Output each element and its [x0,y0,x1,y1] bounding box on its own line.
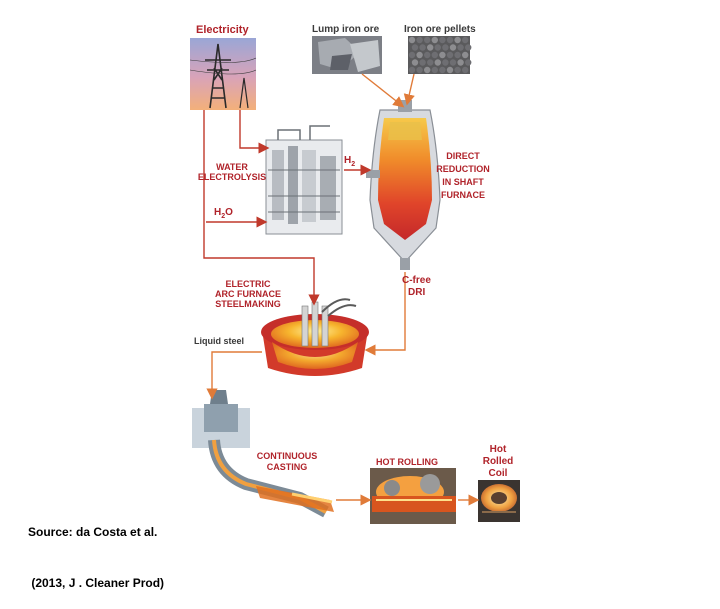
hot-rolling-image [370,468,456,524]
continuous-casting-image [192,390,334,518]
pellet [419,59,426,66]
c-free-dri-label: C-free DRI [402,275,431,299]
pellet [462,66,469,74]
lump-iron-ore-label: Lump iron ore [312,24,380,35]
pellet [454,51,461,59]
pellet [424,51,431,59]
direct-reduction-line-2: REDUCTION [436,164,490,174]
iron-ore-pellets-label: Iron ore pellets [404,24,476,35]
pellet [416,51,423,59]
direct-reduction-line-1: DIRECT [446,151,480,161]
hot-rolling-label: HOT ROLLING [376,457,438,467]
continuous-casting-line-2: CASTING [266,462,308,472]
pellet [431,66,438,74]
iron-ore-pellets-image [408,36,472,74]
pellet [449,59,457,66]
pellet [465,59,472,66]
pellet [419,44,426,51]
pellet [431,51,438,59]
electric-arc-furnace-image [261,298,369,376]
pellet [411,59,419,66]
pellet [442,59,449,66]
arrow-electricity-to-eaf [203,110,320,306]
electricity-label: Electricity [196,24,249,36]
water-electrolysis-line-1: WATER [216,162,248,172]
source-citation: Source: da Costa et al. (2013, J . Clean… [28,490,164,609]
pellet [457,44,464,51]
hot-rolled-coil-label: Hot Rolled Coil [480,444,516,480]
source-line-2: (2013, J . Cleaner Prod) [28,576,165,590]
lump-iron-ore-image [312,36,382,74]
eaf-line-2: ARC FURNACE [215,289,281,299]
pellet [439,36,446,44]
arrow-electricity-to-electrolysis [239,110,270,154]
eaf-line-1: ELECTRIC [225,279,271,289]
h2o-tail: O [225,207,233,218]
pellet [427,44,434,51]
continuous-casting-line-1: CONTINUOUS [256,451,318,461]
direct-reduction-label: DIRECT REDUCTION IN SHAFT FURNACE [432,150,494,202]
eaf-label: ELECTRIC ARC FURNACE STEELMAKING [210,279,286,309]
pellet [454,36,461,44]
c-free-dri-line-1: C-free [402,275,431,286]
direct-reduction-line-4: FURNACE [441,190,485,200]
hot-rolled-coil-line-3: Coil [488,468,508,479]
pellet [408,36,416,44]
pellet [439,51,446,59]
electricity-image [189,38,257,110]
direct-reduction-line-3: IN SHAFT [442,177,484,187]
pellet [408,51,416,59]
hot-rolled-coil-line-2: Rolled [482,456,514,467]
pellet [462,51,469,59]
arrow-steel-to-casting [206,351,262,400]
h2-symbol: H [344,155,352,166]
pellet [427,59,434,66]
hot-rolled-coil-line-1: Hot [489,444,507,455]
h2-subscript: 2 [351,161,356,168]
h2o-symbol: H [214,207,222,218]
liquid-steel-label: Liquid steel [194,336,245,346]
pellet [465,44,472,51]
pellet [408,66,416,74]
water-electrolysis-line-2: ELECTROLYSIS [197,172,267,182]
pellet [442,44,449,51]
pellet [446,36,454,44]
continuous-casting-label: CONTINUOUS CASTING [254,451,320,473]
arrow-dri-to-eaf [364,272,406,356]
pellet [439,66,446,74]
pellet [431,36,438,44]
pellet [416,66,423,74]
pellet [434,59,441,66]
arrow-ore-to-furnace [361,73,405,108]
arrow-pellets-to-furnace [403,73,415,106]
h2o-label: H2O [214,208,233,222]
electrolysis-image [265,125,343,235]
eaf-line-3: STEELMAKING [215,299,281,309]
source-line-1: Source: da Costa et al. [28,525,158,539]
h2o-subscript: 2 [221,213,226,220]
pellet [449,44,457,51]
pellet [462,36,469,44]
pellet [434,44,441,51]
pellet [411,44,419,51]
shaft-furnace-image [366,100,441,270]
pellet [416,36,423,44]
pellet [457,59,464,66]
pellet [446,51,454,59]
pellet [424,66,431,74]
process-diagram [189,36,520,524]
h2-label: H2 [344,156,355,170]
hot-rolled-coil-image [478,480,520,522]
water-electrolysis-label: WATER ELECTROLYSIS [196,162,268,182]
flow-arrows [203,73,480,506]
c-free-dri-line-2: DRI [408,287,426,298]
pellet [446,66,454,74]
pellet [454,66,461,74]
pellet [424,36,431,44]
